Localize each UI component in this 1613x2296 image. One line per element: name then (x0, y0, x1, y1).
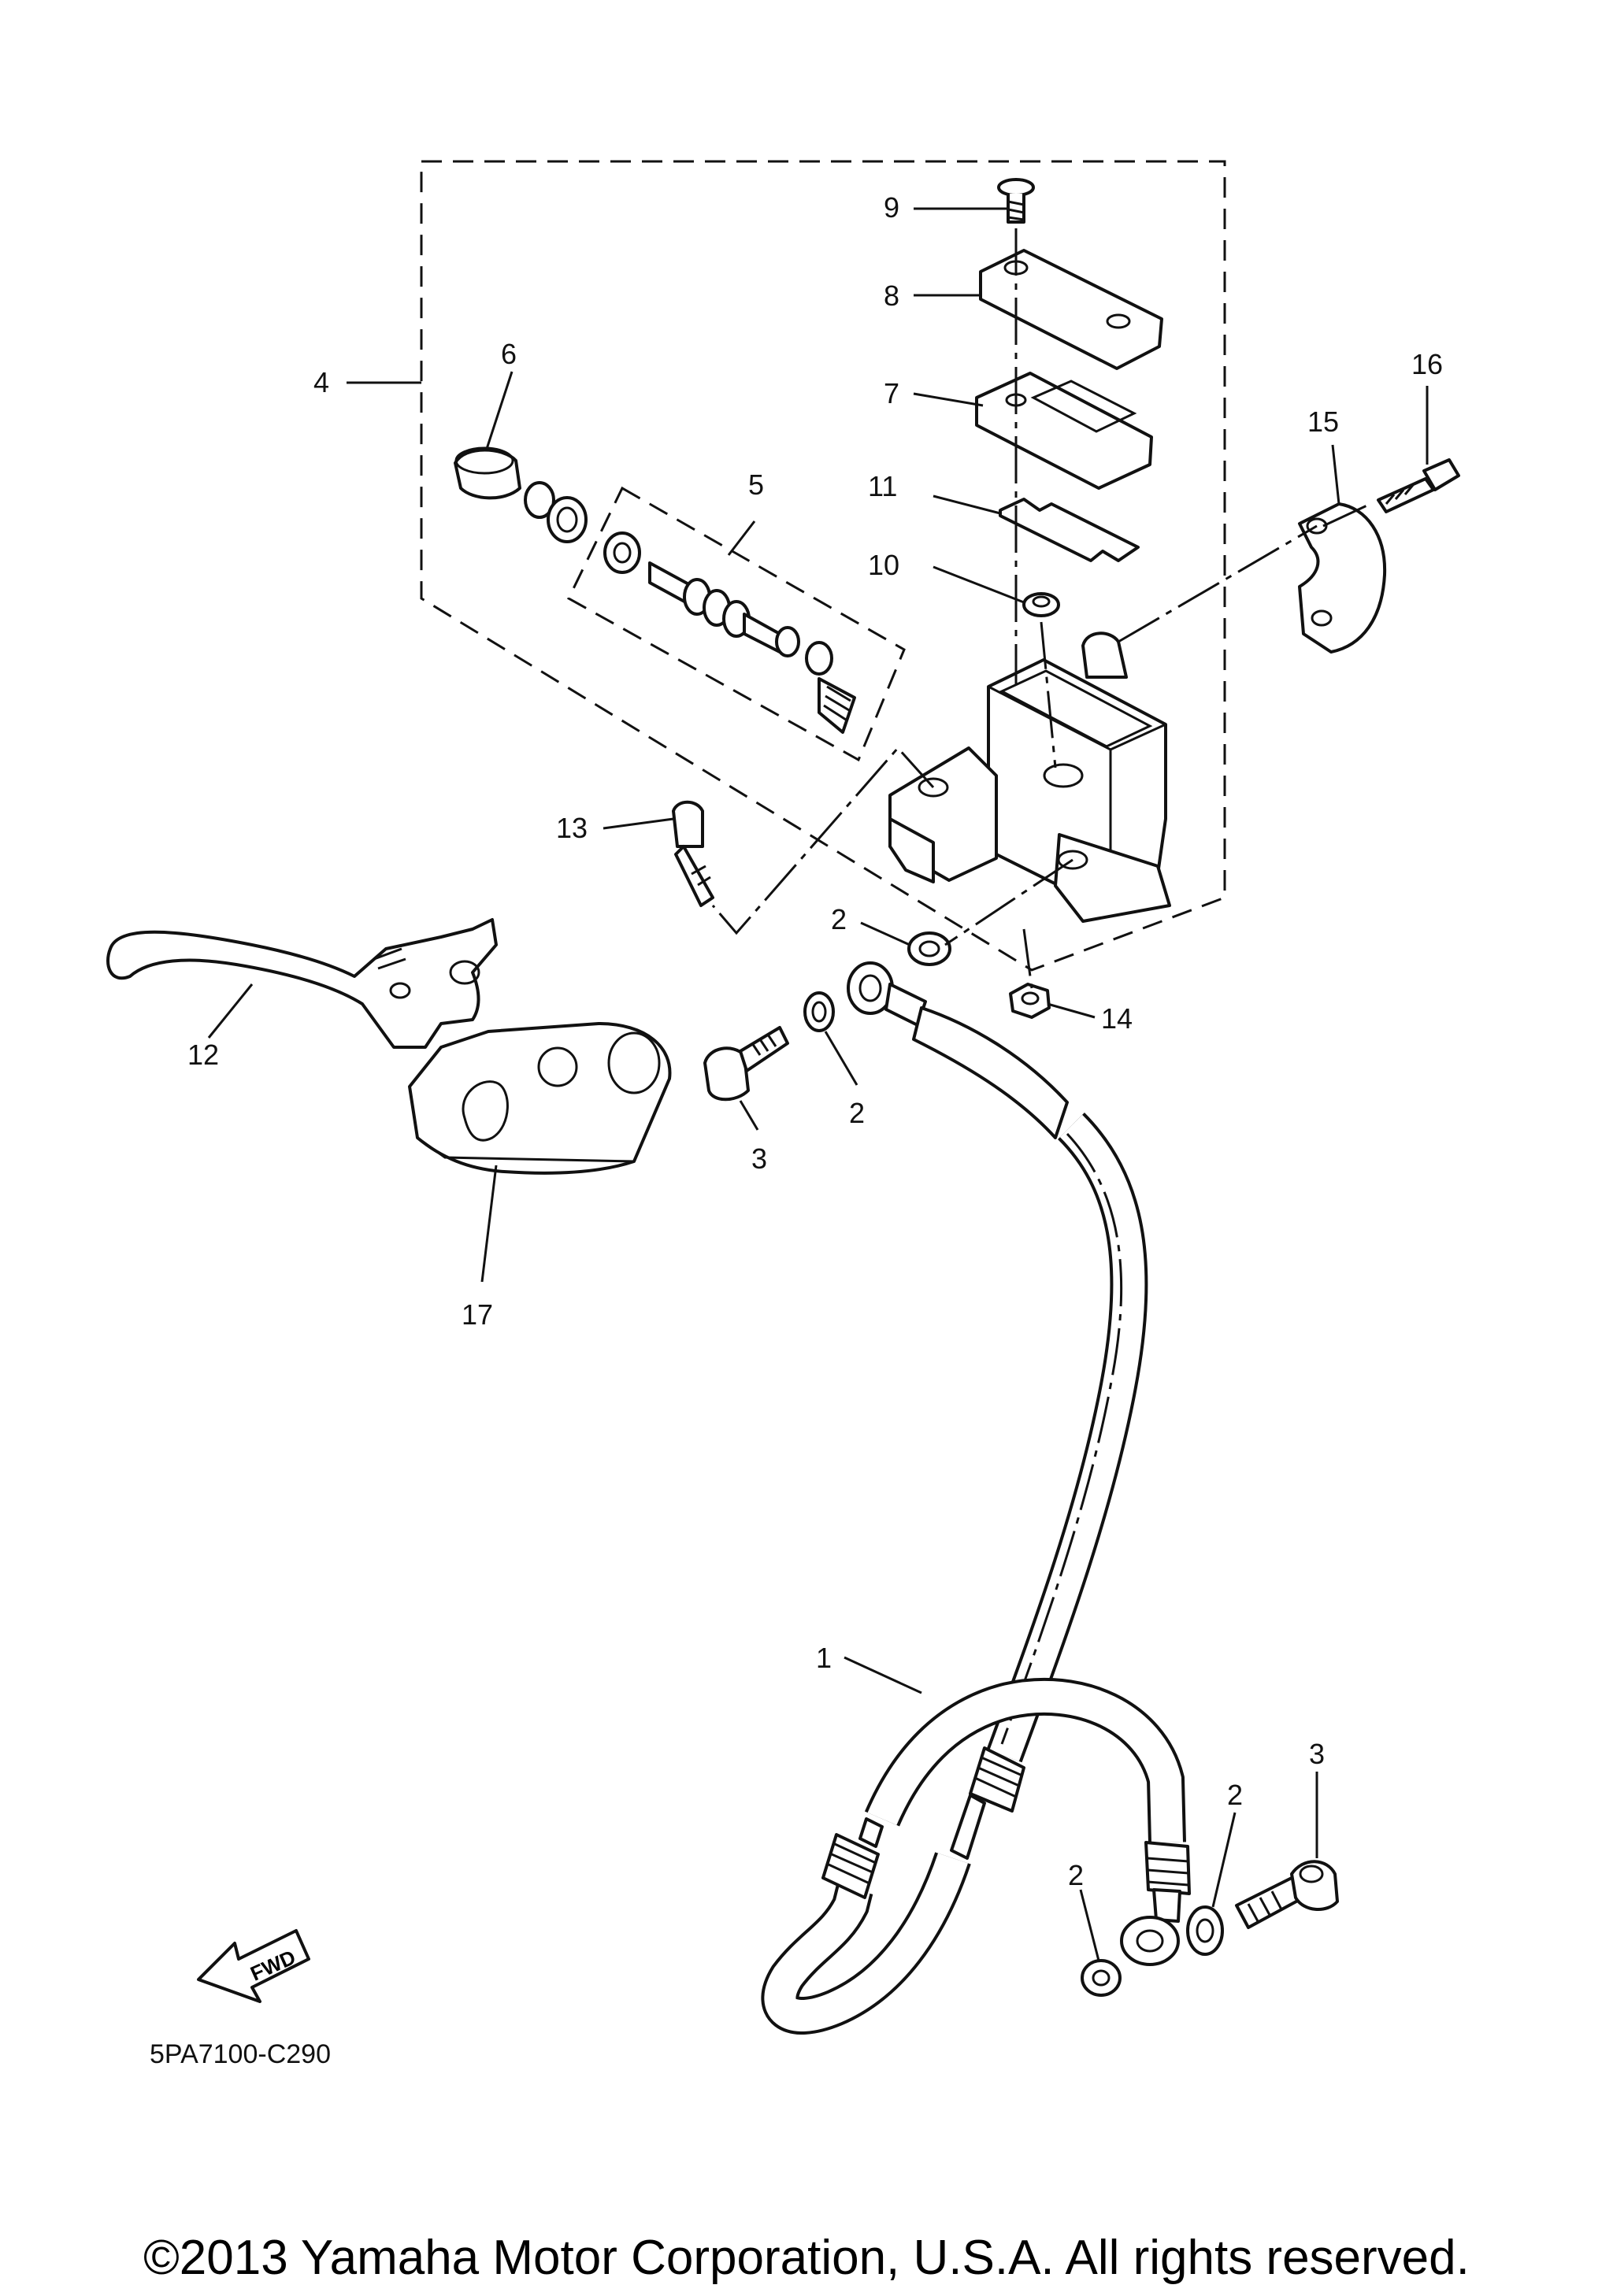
leader-line (824, 1031, 858, 1086)
callout-6: 6 (501, 338, 517, 370)
dust-boot-part (454, 446, 521, 500)
piston-kit-boundary (567, 486, 906, 762)
leader-line (727, 520, 756, 556)
callout-14: 14 (1101, 1002, 1133, 1035)
leader-line (1211, 1812, 1237, 1908)
callout-9: 9 (884, 191, 899, 224)
callout-1: 1 (816, 1642, 832, 1674)
leader-line (603, 817, 674, 830)
washer-part (1186, 1905, 1224, 1956)
leader-line (480, 1165, 498, 1283)
callout-11: 11 (868, 470, 897, 502)
brake-lever-part (106, 918, 498, 1049)
alignment-line (1040, 621, 1057, 768)
callout-13: 13 (556, 812, 588, 844)
leader-line (207, 983, 254, 1039)
upper-banjo-bolt-part (703, 1026, 789, 1102)
reservoir-cap-part (979, 249, 1163, 370)
callout-2: 2 (831, 903, 847, 935)
leader-line (933, 494, 1001, 515)
callout-17: 17 (462, 1298, 493, 1331)
leader-line (844, 1656, 922, 1694)
diagram-code: 5PA7100-C290 (150, 2039, 331, 2069)
callout-12: 12 (187, 1039, 219, 1071)
alignment-line (711, 746, 935, 935)
callout-2: 2 (849, 1097, 865, 1129)
washer-part (1081, 1959, 1122, 1997)
leader-line (485, 371, 514, 450)
lever-cover-part (408, 1022, 672, 1175)
callout-8: 8 (884, 280, 899, 312)
lower-banjo-bolt-part (1235, 1860, 1339, 1929)
leader-line (860, 921, 910, 946)
circlip-part (524, 481, 588, 543)
alignment-line (1322, 502, 1371, 528)
leader-line (913, 392, 984, 407)
leader-line (1331, 444, 1340, 505)
copyright-notice: ©2013 Yamaha Motor Corporation, U.S.A. A… (143, 2231, 1470, 2285)
forward-arrow-icon: FWD (197, 1929, 310, 2003)
alignment-line (1118, 524, 1318, 643)
pivot-nut-part (1009, 983, 1051, 1019)
callout-15: 15 (1307, 406, 1339, 438)
callout-10: 10 (868, 549, 899, 581)
alignment-line (1022, 928, 1033, 989)
callout-3: 3 (1309, 1738, 1325, 1770)
master-cylinder-body (888, 631, 1171, 923)
callout-4: 4 (313, 366, 329, 398)
washer-part (907, 931, 951, 966)
leader-line (933, 565, 1025, 604)
leader-line (739, 1100, 759, 1131)
pivot-bolt-part (672, 800, 714, 907)
piston-kit-parts (603, 531, 856, 734)
callout-16: 16 (1411, 348, 1443, 380)
leader-line (1079, 1889, 1100, 1961)
washer-part (803, 991, 835, 1032)
assembly-boundary (420, 160, 1226, 972)
handlebar-clamp-part (1298, 502, 1387, 654)
callout-5: 5 (748, 468, 764, 501)
clamp-bolt-part (1377, 458, 1460, 513)
alignment-line (944, 858, 1073, 946)
float-part (1022, 592, 1060, 617)
callout-2: 2 (1227, 1779, 1243, 1811)
screw-part (997, 178, 1035, 224)
callout-3: 3 (751, 1142, 767, 1175)
callout-7: 7 (884, 377, 899, 409)
gasket-part (999, 498, 1140, 562)
callout-2: 2 (1068, 1859, 1084, 1891)
brake-hose-part (761, 961, 1191, 2035)
diaphragm-plate-part (975, 372, 1153, 490)
leader-line (1047, 1002, 1096, 1019)
